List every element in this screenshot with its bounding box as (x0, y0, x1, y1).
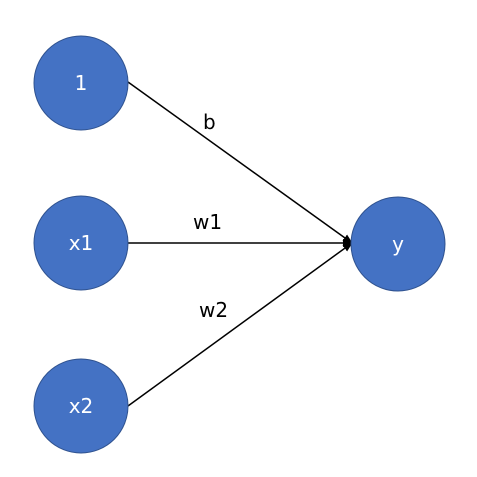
node-x2: x2 (33, 358, 129, 454)
edge-bias-to-y: b (127, 81, 353, 244)
node-x1: x1 (33, 195, 129, 291)
node-x1-label: x1 (69, 231, 94, 255)
node-x1-circle (33, 195, 129, 291)
node-y-label: y (392, 232, 404, 256)
edge-x2-to-y: w2 (127, 242, 353, 407)
node-y: y (350, 196, 446, 292)
edge-x1-to-y: w1 (128, 210, 353, 247)
edge-label-b: b (203, 110, 216, 134)
node-x2-circle (33, 358, 129, 454)
edge-line-bias-to-y (127, 81, 353, 244)
node-bias-circle (33, 35, 129, 131)
node-bias-label: 1 (75, 71, 88, 95)
edge-label-w2: w2 (199, 298, 228, 322)
node-bias: 1 (33, 35, 129, 131)
edge-label-w1: w1 (193, 210, 222, 234)
edge-line-x2-to-y (127, 242, 353, 407)
node-y-circle (350, 196, 446, 292)
node-x2-label: x2 (69, 394, 94, 418)
